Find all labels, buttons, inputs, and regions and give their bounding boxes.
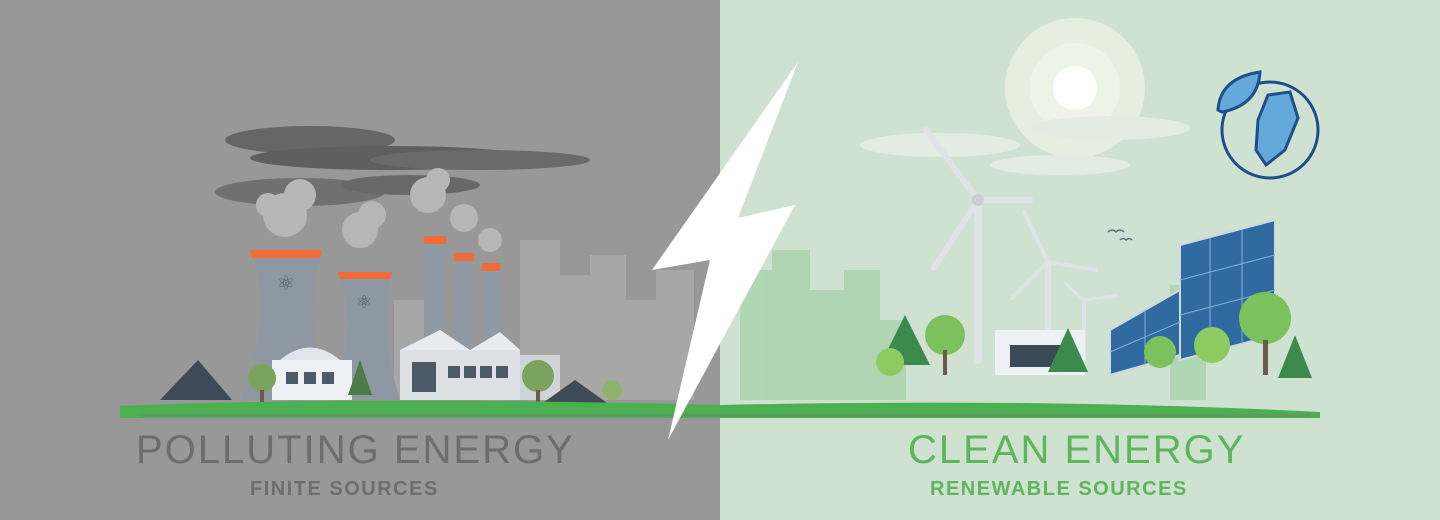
wind-turbine-1	[923, 127, 1033, 364]
clean-energy-title: CLEAN ENERGY	[908, 428, 1246, 472]
renewable-sources-subtitle: RENEWABLE SOURCES	[930, 478, 1188, 500]
ground	[120, 400, 1320, 418]
factory-buildings	[272, 330, 560, 400]
smoke-puffs	[256, 168, 502, 252]
finite-sources-subtitle: FINITE SOURCES	[250, 478, 439, 500]
green-city-skyline	[740, 250, 1206, 400]
leaf-logo-icon	[1216, 70, 1320, 180]
lightning-bolt-icon	[652, 62, 798, 440]
smog-clouds	[215, 126, 590, 206]
grey-trees	[248, 360, 622, 404]
light-clouds	[860, 116, 1190, 175]
birds	[1107, 229, 1133, 242]
svg-text:⚛: ⚛	[277, 271, 295, 295]
green-trees	[876, 292, 1312, 378]
svg-text:⚛: ⚛	[356, 292, 372, 313]
polluting-energy-title: POLLUTING ENERGY	[136, 428, 575, 472]
coal-piles	[160, 360, 610, 405]
